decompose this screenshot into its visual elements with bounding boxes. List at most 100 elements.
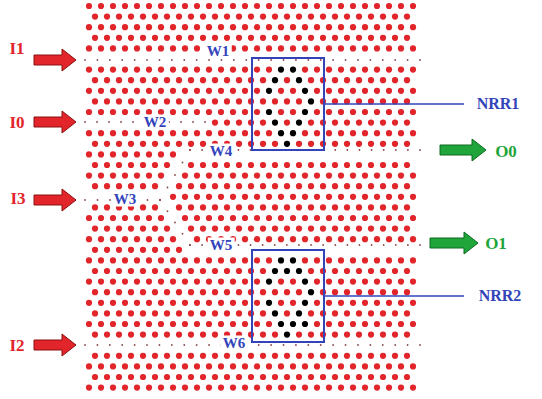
rod bbox=[86, 236, 92, 242]
rod bbox=[92, 35, 98, 41]
rod bbox=[296, 162, 302, 168]
rod bbox=[170, 279, 176, 285]
rod bbox=[362, 363, 368, 369]
rod bbox=[86, 45, 92, 51]
rod bbox=[146, 300, 152, 306]
small-rod bbox=[283, 344, 285, 346]
rod bbox=[140, 310, 146, 316]
rod bbox=[110, 88, 116, 94]
rod bbox=[170, 109, 176, 115]
rod bbox=[332, 183, 338, 189]
rod bbox=[98, 279, 104, 285]
rod bbox=[128, 77, 134, 83]
rod bbox=[170, 88, 176, 94]
rod bbox=[350, 173, 356, 179]
rod bbox=[158, 173, 164, 179]
rod bbox=[206, 363, 212, 369]
input-port: I0 bbox=[9, 114, 24, 131]
block-arrow bbox=[34, 111, 76, 133]
rod bbox=[158, 151, 164, 157]
rod bbox=[182, 300, 188, 306]
rod bbox=[308, 98, 314, 104]
rod bbox=[398, 363, 404, 369]
rod bbox=[158, 3, 164, 9]
rod bbox=[326, 45, 332, 51]
rod bbox=[254, 236, 260, 242]
rod bbox=[398, 88, 404, 94]
rod bbox=[356, 204, 362, 210]
small-rod bbox=[369, 59, 371, 61]
rod bbox=[290, 24, 296, 30]
rod bbox=[170, 257, 176, 263]
rod bbox=[404, 353, 410, 359]
rod bbox=[242, 67, 248, 73]
rod bbox=[242, 279, 248, 285]
small-rod bbox=[382, 59, 384, 61]
rod bbox=[290, 279, 296, 285]
rod bbox=[332, 332, 338, 338]
rod bbox=[164, 332, 170, 338]
small-rod bbox=[84, 344, 86, 346]
rod bbox=[110, 173, 116, 179]
rod bbox=[176, 204, 182, 210]
rod bbox=[368, 204, 374, 210]
rod bbox=[140, 204, 146, 210]
rod bbox=[224, 226, 230, 232]
rod bbox=[92, 183, 98, 189]
rod bbox=[290, 257, 296, 263]
rod bbox=[308, 77, 314, 83]
small-rod bbox=[382, 344, 384, 346]
rod bbox=[212, 374, 218, 380]
rod bbox=[86, 67, 92, 73]
rod bbox=[248, 35, 254, 41]
rod bbox=[380, 310, 386, 316]
rod bbox=[134, 215, 140, 221]
rod bbox=[380, 353, 386, 359]
rod bbox=[92, 332, 98, 338]
rod bbox=[200, 183, 206, 189]
rod bbox=[368, 226, 374, 232]
rod bbox=[362, 257, 368, 263]
rod bbox=[152, 162, 158, 168]
rod bbox=[272, 332, 278, 338]
rod bbox=[320, 353, 326, 359]
rod bbox=[272, 162, 278, 168]
rod bbox=[146, 385, 152, 391]
rod bbox=[410, 363, 416, 369]
rod bbox=[350, 321, 356, 327]
rod bbox=[374, 24, 380, 30]
rod bbox=[176, 374, 182, 380]
rod bbox=[326, 279, 332, 285]
rod bbox=[86, 300, 92, 306]
waveguide-name: W4 bbox=[208, 144, 235, 159]
small-rod bbox=[182, 162, 184, 164]
rod bbox=[302, 45, 308, 51]
small-rod bbox=[174, 174, 176, 176]
rod bbox=[230, 67, 236, 73]
small-rod bbox=[132, 121, 134, 123]
rod bbox=[116, 141, 122, 147]
rod bbox=[194, 45, 200, 51]
rod bbox=[128, 289, 134, 295]
rod bbox=[182, 45, 188, 51]
rod bbox=[350, 67, 356, 73]
rod bbox=[242, 385, 248, 391]
rod bbox=[302, 130, 308, 136]
rod bbox=[398, 279, 404, 285]
rod bbox=[86, 173, 92, 179]
rod bbox=[212, 204, 218, 210]
rod bbox=[134, 45, 140, 51]
rod bbox=[374, 236, 380, 242]
rod bbox=[242, 88, 248, 94]
rod bbox=[344, 141, 350, 147]
rod bbox=[296, 204, 302, 210]
small-rod bbox=[250, 244, 252, 246]
rod bbox=[164, 289, 170, 295]
small-rod bbox=[84, 199, 86, 201]
small-rod bbox=[204, 121, 206, 123]
rod bbox=[170, 321, 176, 327]
rod bbox=[332, 14, 338, 20]
rod bbox=[176, 35, 182, 41]
small-rod bbox=[121, 59, 123, 61]
rod bbox=[266, 300, 272, 306]
